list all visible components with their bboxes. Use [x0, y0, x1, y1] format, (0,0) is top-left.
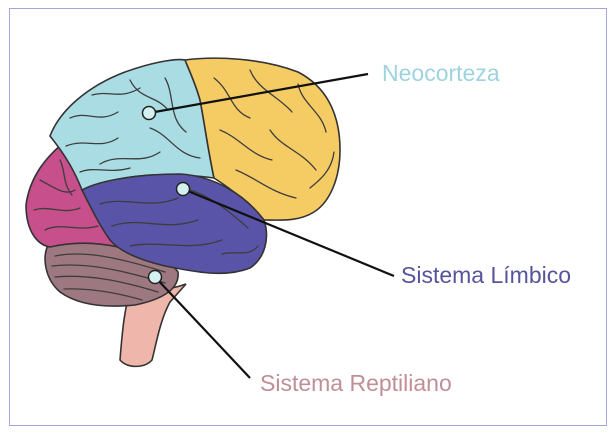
neocorteza-region — [50, 60, 214, 190]
reptiliano-leader-line — [155, 277, 250, 378]
reptiliano-label: Sistema Reptiliano — [260, 372, 452, 395]
neocorteza-marker — [143, 107, 156, 120]
reptiliano-marker — [149, 271, 162, 284]
limbico-marker — [177, 183, 190, 196]
limbico-label: Sistema Límbico — [401, 264, 571, 287]
neocorteza-label: Neocorteza — [382, 62, 500, 85]
